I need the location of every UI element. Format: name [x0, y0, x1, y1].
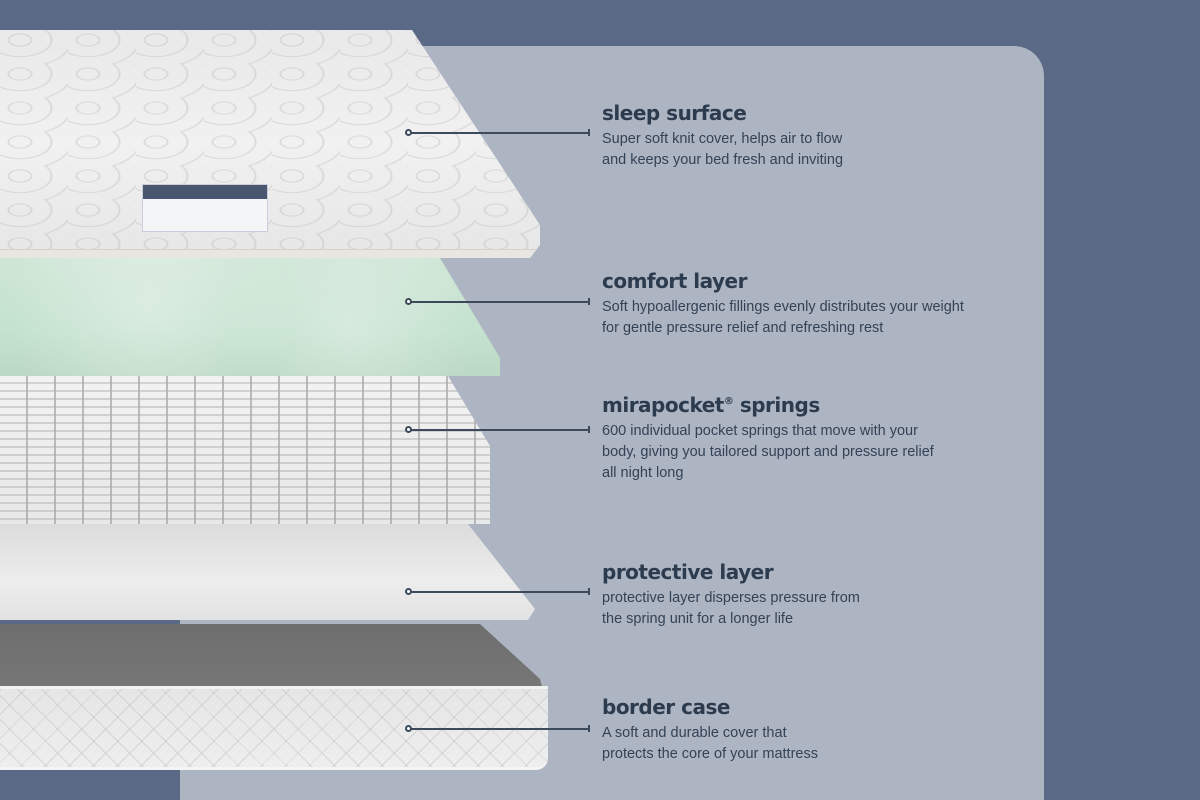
callout-tick [588, 298, 590, 305]
feature-protective-layer: protective layer protective layer disper… [602, 560, 860, 630]
feature-description-line: all night long [602, 465, 684, 481]
feature-title: protective layer [602, 560, 774, 584]
feature-description-line: for gentle pressure relief and refreshin… [602, 320, 884, 336]
callout-tick [588, 426, 590, 433]
callout-line [411, 132, 589, 134]
callout-tick [588, 725, 590, 732]
feature-description-line: body, giving you tailored support and pr… [602, 444, 934, 460]
feature-description-line: the spring unit for a longer life [602, 611, 794, 627]
protective-layer-image [0, 524, 535, 620]
feature-title: mirapocket® springs [602, 390, 934, 417]
feature-sleep-surface: sleep surface Super soft knit cover, hel… [602, 101, 843, 171]
feature-border-case: border case A soft and durable cover tha… [602, 695, 818, 765]
brand-label-tag [142, 184, 268, 232]
callout-tick [588, 588, 590, 595]
callout-line [411, 429, 589, 431]
callout-line [411, 301, 589, 303]
feature-description-line: and keeps your bed fresh and inviting [602, 152, 844, 168]
mattress-exploded-view [0, 0, 560, 800]
feature-title-suffix: springs [733, 393, 820, 417]
feature-description-line: A soft and durable cover that [602, 725, 787, 741]
sleep-surface-layer-image [0, 30, 540, 258]
registered-mark: ® [723, 396, 734, 407]
callout-tick [588, 129, 590, 136]
feature-title: comfort layer [602, 269, 747, 293]
feature-description-line: protects the core of your mattress [602, 746, 818, 762]
feature-title-brand: mirapocket [602, 393, 724, 417]
feature-description-line: Super soft knit cover, helps air to flow [602, 131, 843, 147]
feature-title: border case [602, 695, 730, 719]
feature-mirapocket-springs: mirapocket® springs 600 individual pocke… [602, 390, 934, 484]
feature-comfort-layer: comfort layer Soft hypoallergenic fillin… [602, 269, 964, 339]
comfort-layer-image [0, 258, 500, 376]
feature-description-line: Soft hypoallergenic fillings evenly dist… [602, 299, 964, 315]
springs-layer-image [0, 376, 490, 524]
feature-title: sleep surface [602, 101, 747, 125]
feature-description-line: 600 individual pocket springs that move … [602, 423, 918, 439]
callout-line [411, 728, 589, 730]
callout-line [411, 591, 589, 593]
feature-description-line: protective layer disperses pressure from [602, 590, 860, 606]
border-case-interior-image [0, 624, 545, 698]
